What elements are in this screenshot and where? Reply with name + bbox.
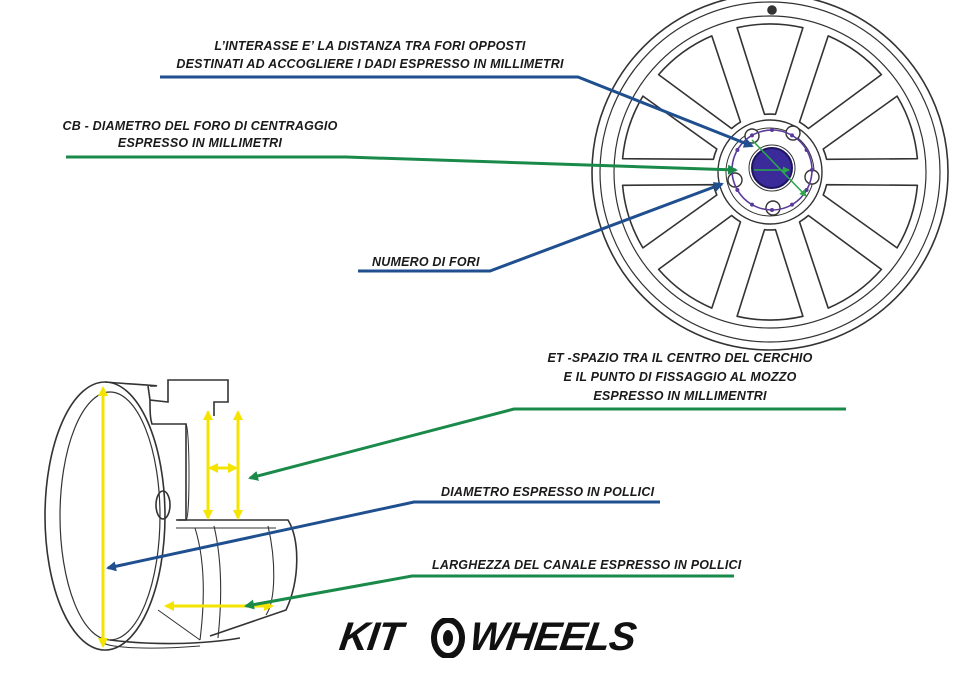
diameter-callout-line (106, 500, 660, 572)
valve-icon (767, 5, 777, 15)
et-label-line2: E IL PUNTO DI FISSAGGIO AL MOZZO (563, 370, 797, 384)
diameter-label: DIAMETRO ESPRESSO IN POLLICI (441, 485, 655, 499)
et-callout-line (248, 407, 846, 481)
lug-hole (765, 200, 781, 216)
wheel-outer-rim (591, 0, 949, 351)
width-label: LARGHEZZA DEL CANALE ESPRESSO IN POLLICI (432, 558, 742, 572)
et-label-line1: ET -SPAZIO TRA IL CENTRO DEL CERCHIO (547, 351, 813, 365)
spoke-window (657, 35, 742, 130)
wheel-rim-lip (599, 1, 941, 343)
cb-label-line2: ESPRESSO IN MILLIMETRI (117, 136, 283, 150)
spoke-window (657, 214, 742, 309)
pcd-tick (750, 133, 754, 138)
lug-holes (727, 125, 820, 216)
spoke-window (736, 23, 804, 116)
pcd-measure-arrow (751, 139, 807, 197)
rim-face-inner (59, 391, 161, 641)
holes-label: NUMERO DI FORI (372, 255, 480, 269)
hub-ring (717, 119, 823, 225)
spoke-window (822, 183, 919, 249)
logo-text-kit: KIT (336, 615, 405, 659)
spoke-window (798, 35, 883, 130)
tire-icon (431, 618, 465, 658)
pcd-tick (735, 148, 740, 152)
cb-label-line1: CB - DIAMETRO DEL FORO DI CENTRAGGIO (62, 119, 338, 133)
wheel-spokes (621, 23, 919, 321)
side-wheel-drawing (44, 379, 298, 651)
pcd-callout-line (160, 75, 754, 148)
pcd-tick (735, 188, 740, 192)
callout-lines (66, 75, 846, 610)
spoke-window (736, 228, 804, 321)
pcd-tick (770, 208, 774, 212)
pcd-tick (804, 188, 809, 192)
pcd-tick (770, 128, 774, 132)
center-bore-ring (748, 144, 796, 192)
front-wheel-drawing (591, 0, 949, 351)
pcd-label-line1: L’INTERASSE E’ LA DISTANZA TRA FORI OPPO… (214, 39, 526, 53)
et-label-line3: ESPRESSO IN MILLIMENTRI (593, 389, 767, 403)
pcd-tick (810, 168, 814, 172)
side-hub-hole (155, 490, 171, 520)
pcd-label-line2: DESTINATI AD ACCOGLIERE I DADI ESPRESSO … (176, 57, 564, 71)
center-bore (751, 147, 793, 189)
holes-callout-line (358, 182, 724, 273)
pcd-tick (804, 148, 809, 152)
spoke-window (822, 95, 919, 161)
spoke-window (798, 214, 883, 309)
cb-callout-line (66, 155, 738, 175)
pcd-tick (790, 133, 794, 138)
rim-face-outer (44, 381, 166, 651)
logo-text-wheels: WHEELS (466, 615, 639, 659)
wheel-barrel (613, 15, 927, 329)
pcd-tick (750, 202, 754, 207)
kitwheels-logo: KIT WHEELS (337, 612, 650, 662)
pcd-tick (790, 202, 794, 207)
width-callout-line (244, 574, 734, 610)
